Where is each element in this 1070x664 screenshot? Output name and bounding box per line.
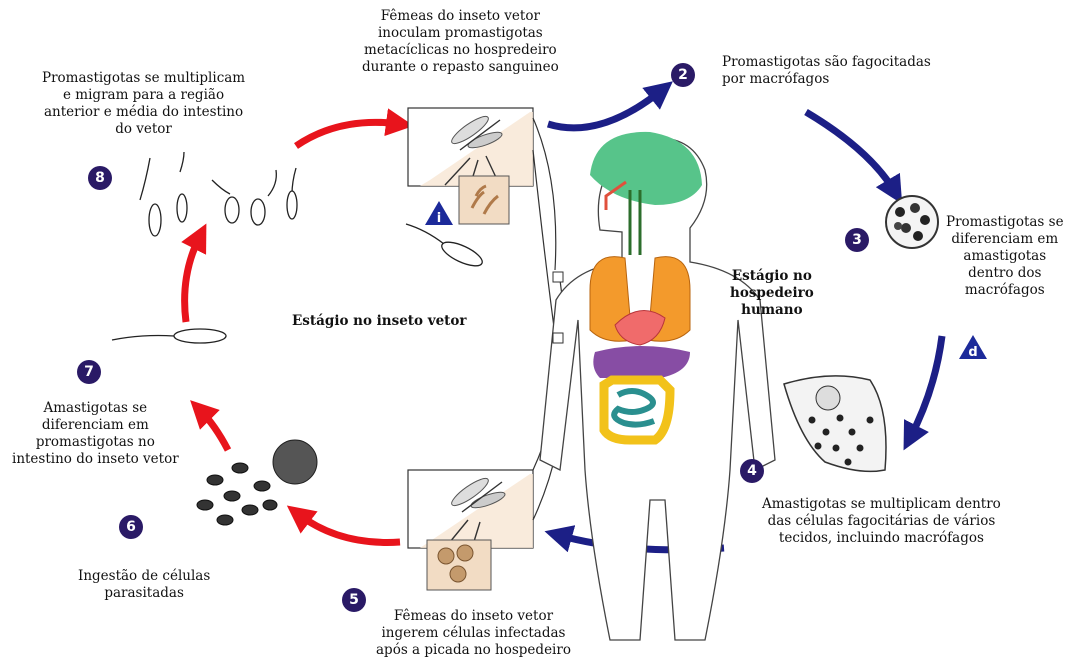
human-body xyxy=(540,132,775,640)
step2-badge: 2 xyxy=(671,63,695,87)
step8-badge: 8 xyxy=(88,166,112,190)
arrow-step2-to-3 xyxy=(806,112,895,192)
step5-badge: 5 xyxy=(342,588,366,612)
svg-text:d: d xyxy=(968,345,977,360)
infective-stage-icon: i xyxy=(424,200,454,226)
arrow-step1-to-2 xyxy=(548,90,662,128)
arrow-step3-to-4 xyxy=(910,336,942,438)
step7-badge: 7 xyxy=(77,360,101,384)
arrow-step8-to-1 xyxy=(296,122,400,146)
arrow-step7-to-8 xyxy=(185,236,200,322)
diagnostic-stage-icon: d xyxy=(958,334,988,360)
vector-stage-label: Estágio no inseto vetor xyxy=(292,313,467,330)
step3-badge: 3 xyxy=(845,228,869,252)
ingested-cells xyxy=(197,440,317,525)
infected-tissue-cell xyxy=(784,376,886,472)
step4-badge: 4 xyxy=(740,459,764,483)
inset-bite-5 xyxy=(408,470,533,590)
macrophage-cell xyxy=(886,196,938,248)
svg-text:i: i xyxy=(437,211,441,226)
step6-badge: 6 xyxy=(119,515,143,539)
arrow-step5-to-6 xyxy=(298,514,400,542)
arrow-step6-to-7 xyxy=(200,410,228,450)
